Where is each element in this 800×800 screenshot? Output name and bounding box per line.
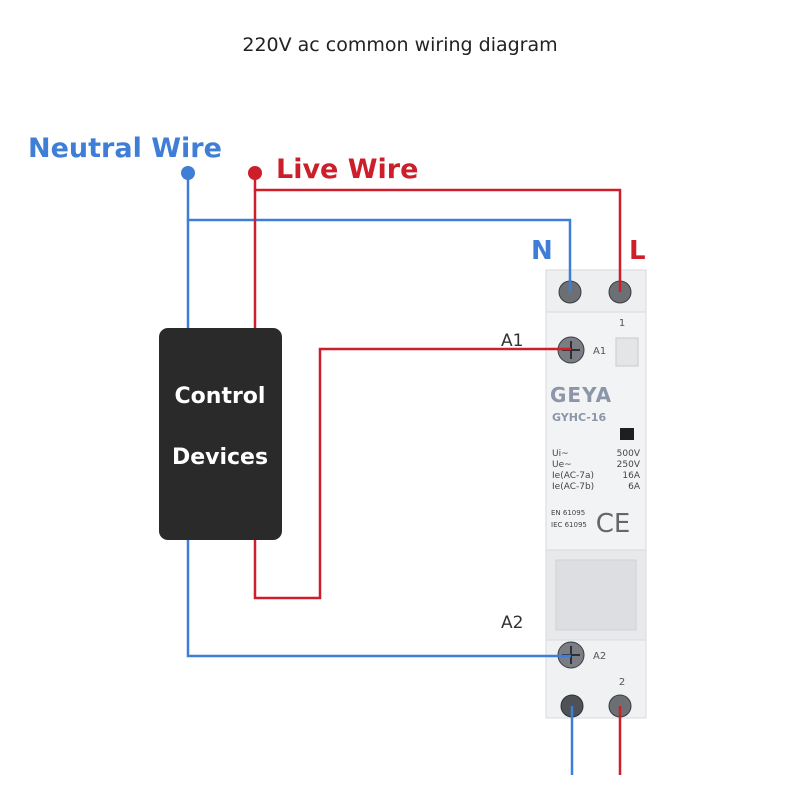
spec-key: Ue~ [552, 460, 572, 470]
l-label: L [629, 236, 646, 266]
spec-list: Ui~ 500V Ue~ 250V Ie(AC-7a) 16A Ie(AC-7b… [552, 449, 641, 492]
neutral-wire-to-a2 [186, 540, 571, 658]
live-wire-control-to-a1 [253, 347, 571, 600]
contactor-module: 1 A1 A2 2 GEYA GYHC-16 Ui~ 500V Ue~ 250V… [545, 269, 647, 719]
a2-mark: A2 [593, 651, 606, 662]
spec-key: Ie(AC-7b) [552, 482, 594, 492]
neutral-wire-dot [181, 166, 195, 180]
neutral-wire-to-n-terminal [186, 173, 572, 292]
neutral-wires [186, 173, 574, 775]
spec-value: 6A [628, 482, 641, 492]
ce-mark: CE [596, 509, 631, 539]
status-indicator [620, 428, 634, 440]
neutral-wire-label: Neutral Wire [28, 133, 222, 164]
a1-mark: A1 [593, 346, 606, 357]
spec-key: Ie(AC-7a) [552, 471, 594, 481]
model-label: GYHC-16 [552, 411, 607, 424]
live-wires [253, 173, 622, 775]
live-wire-to-l-terminal [253, 173, 622, 292]
terminal-top-number: 1 [619, 318, 625, 329]
a1-label: A1 [501, 331, 523, 351]
control-box-line1: Control [175, 384, 266, 409]
spec-key: Ui~ [552, 449, 569, 459]
indicator-window [615, 337, 639, 367]
standard-en: EN 61095 [551, 509, 585, 517]
control-box-line2: Devices [172, 445, 268, 470]
brand-logo: GEYA [550, 383, 612, 407]
n-label: N [531, 236, 553, 266]
terminal-bottom-number: 2 [619, 677, 625, 688]
live-wire-label: Live Wire [276, 154, 418, 185]
diagram-title: 220V ac common wiring diagram [242, 34, 557, 56]
standard-iec: IEC 61095 [551, 521, 587, 529]
spec-value: 250V [617, 460, 641, 470]
live-wire-dot [248, 166, 262, 180]
spec-value: 16A [622, 471, 640, 481]
a2-label: A2 [501, 613, 523, 633]
spec-value: 500V [617, 449, 641, 459]
control-devices-box: Control Devices [159, 328, 282, 540]
contactor-recess-panel [555, 559, 637, 631]
